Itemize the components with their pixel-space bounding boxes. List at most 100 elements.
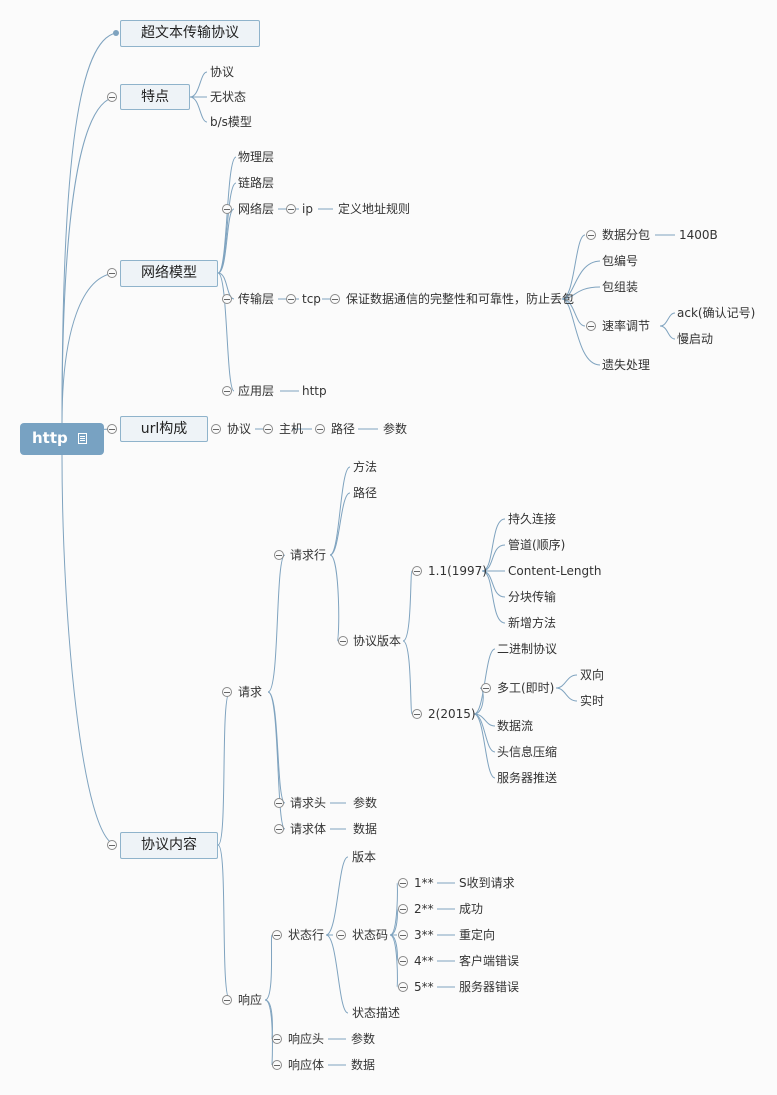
layer-transport[interactable]: 传输层	[238, 292, 275, 306]
ip-desc[interactable]: 定义地址规则	[338, 202, 411, 216]
code-value[interactable]: 重定向	[459, 928, 496, 942]
request-header[interactable]: 请求头	[290, 796, 327, 810]
layer-application[interactable]: 应用层	[238, 384, 275, 398]
collapse-icon[interactable]	[263, 424, 273, 434]
code-key[interactable]: 5**	[414, 980, 434, 994]
v2-item[interactable]: 头信息压缩	[497, 745, 558, 759]
packet-seq[interactable]: 包编号	[602, 254, 639, 268]
response-version[interactable]: 版本	[352, 850, 377, 864]
version-1-1[interactable]: 1.1(1997)	[428, 564, 487, 578]
v11-item[interactable]: 新增方法	[508, 616, 557, 630]
topic-network-model[interactable]: 网络模型	[120, 260, 218, 287]
v2-item[interactable]: 服务器推送	[497, 771, 558, 785]
tcp-node[interactable]: tcp	[302, 292, 321, 306]
version-2[interactable]: 2(2015)	[428, 707, 476, 721]
code-key[interactable]: 2**	[414, 902, 434, 916]
collapse-icon[interactable]	[398, 904, 408, 914]
topic-features[interactable]: 特点	[120, 84, 190, 110]
request-body-value[interactable]: 数据	[353, 822, 378, 836]
code-value[interactable]: 成功	[459, 902, 484, 916]
topic-hypertext[interactable]: 超文本传输协议	[120, 20, 260, 47]
feature-item[interactable]: b/s模型	[210, 115, 252, 129]
url-path[interactable]: 路径	[331, 422, 356, 436]
ip-node[interactable]: ip	[302, 202, 313, 216]
code-value[interactable]: S收到请求	[459, 876, 515, 890]
collapse-icon[interactable]	[286, 204, 296, 214]
code-key[interactable]: 1**	[414, 876, 434, 890]
url-params[interactable]: 参数	[383, 422, 408, 436]
protocol-version[interactable]: 协议版本	[353, 634, 402, 648]
collapse-icon[interactable]	[330, 294, 340, 304]
collapse-icon[interactable]	[586, 321, 596, 331]
v2-binary[interactable]: 二进制协议	[497, 642, 558, 656]
app-http[interactable]: http	[302, 384, 327, 398]
v2-item[interactable]: 数据流	[497, 719, 534, 733]
url-protocol[interactable]: 协议	[227, 422, 252, 436]
v11-item[interactable]: 管道(顺序)	[508, 538, 566, 552]
collapse-icon[interactable]	[412, 566, 422, 576]
collapse-icon[interactable]	[222, 995, 232, 1005]
packet-assemble[interactable]: 包组装	[602, 280, 639, 294]
code-value[interactable]: 客户端错误	[459, 954, 520, 968]
feature-item[interactable]: 协议	[210, 65, 235, 79]
code-value[interactable]: 服务器错误	[459, 980, 520, 994]
note-icon[interactable]	[78, 433, 87, 444]
collapse-icon[interactable]	[481, 683, 491, 693]
request-method[interactable]: 方法	[353, 460, 378, 474]
response-body[interactable]: 响应体	[288, 1058, 325, 1072]
collapse-icon[interactable]	[274, 824, 284, 834]
loss-handling[interactable]: 遗失处理	[602, 358, 651, 372]
status-code[interactable]: 状态码	[352, 928, 389, 942]
collapse-icon[interactable]	[107, 268, 117, 278]
collapse-icon[interactable]	[107, 92, 117, 102]
response-node[interactable]: 响应	[238, 993, 263, 1007]
collapse-icon[interactable]	[398, 930, 408, 940]
collapse-icon[interactable]	[398, 982, 408, 992]
multiplex-duplex[interactable]: 双向	[580, 668, 605, 682]
collapse-icon[interactable]	[107, 424, 117, 434]
collapse-icon[interactable]	[398, 956, 408, 966]
response-body-value[interactable]: 数据	[351, 1058, 376, 1072]
topic-url[interactable]: url构成	[120, 416, 208, 442]
v11-item[interactable]: 分块传输	[508, 590, 557, 604]
root-topic[interactable]: http	[20, 423, 104, 455]
collapse-icon[interactable]	[315, 424, 325, 434]
status-desc[interactable]: 状态描述	[352, 1006, 401, 1020]
collapse-icon[interactable]	[222, 204, 232, 214]
request-header-value[interactable]: 参数	[353, 796, 378, 810]
collapse-icon[interactable]	[336, 930, 346, 940]
packet-split[interactable]: 数据分包	[602, 228, 651, 242]
collapse-icon[interactable]	[398, 878, 408, 888]
collapse-icon[interactable]	[222, 294, 232, 304]
multiplex-realtime[interactable]: 实时	[580, 694, 605, 708]
collapse-icon[interactable]	[222, 687, 232, 697]
request-line[interactable]: 请求行	[290, 548, 327, 562]
packet-size[interactable]: 1400B	[679, 228, 718, 242]
request-node[interactable]: 请求	[238, 685, 263, 699]
collapse-icon[interactable]	[412, 709, 422, 719]
code-key[interactable]: 3**	[414, 928, 434, 942]
topic-protocol-content[interactable]: 协议内容	[120, 832, 218, 859]
collapse-icon[interactable]	[272, 1060, 282, 1070]
v11-item[interactable]: 持久连接	[508, 512, 557, 526]
feature-item[interactable]: 无状态	[210, 90, 247, 104]
collapse-icon[interactable]	[272, 1034, 282, 1044]
code-key[interactable]: 4**	[414, 954, 434, 968]
response-header-value[interactable]: 参数	[351, 1032, 376, 1046]
collapse-icon[interactable]	[222, 386, 232, 396]
collapse-icon[interactable]	[211, 424, 221, 434]
layer-link[interactable]: 链路层	[238, 176, 275, 190]
collapse-icon[interactable]	[274, 550, 284, 560]
tcp-desc[interactable]: 保证数据通信的完整性和可靠性，防止丢包	[346, 292, 575, 306]
collapse-icon[interactable]	[274, 798, 284, 808]
rate-control[interactable]: 速率调节	[602, 319, 651, 333]
collapse-icon[interactable]	[272, 930, 282, 940]
collapse-icon[interactable]	[286, 294, 296, 304]
ack-node[interactable]: ack(确认记号)	[677, 306, 756, 320]
url-host[interactable]: 主机	[279, 422, 304, 436]
layer-network[interactable]: 网络层	[238, 202, 275, 216]
collapse-icon[interactable]	[338, 636, 348, 646]
v2-multiplex[interactable]: 多工(即时)	[497, 681, 555, 695]
status-line[interactable]: 状态行	[288, 928, 325, 942]
collapse-icon[interactable]	[107, 840, 117, 850]
